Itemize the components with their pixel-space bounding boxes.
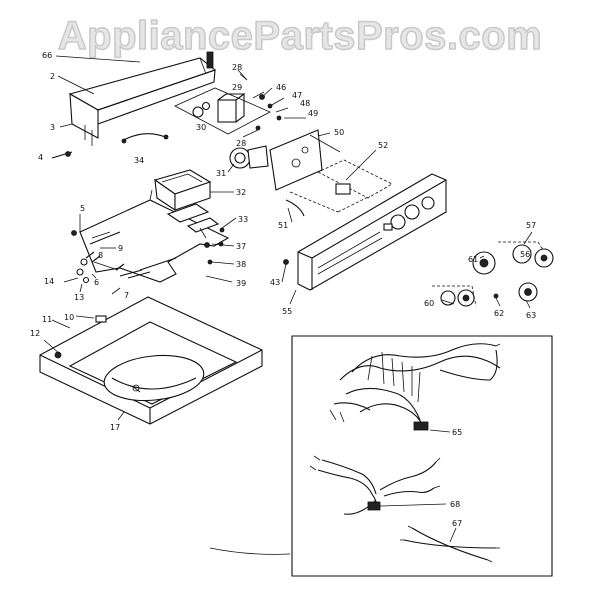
callout-28-upper: 28 <box>232 63 242 72</box>
screw-43 <box>283 259 289 265</box>
callout-leaders <box>43 55 533 543</box>
callout-13: 13 <box>74 293 84 302</box>
timer-assembly <box>174 69 282 135</box>
callout-11: 11 <box>42 315 52 324</box>
callout-56: 56 <box>520 250 530 259</box>
callout-17: 17 <box>110 423 120 432</box>
control-panel <box>297 173 447 291</box>
top-support-bracket <box>79 189 230 283</box>
callout-47: 47 <box>292 91 302 100</box>
callout-52: 52 <box>378 141 388 150</box>
callout-51: 51 <box>278 221 288 230</box>
callout-8: 8 <box>98 251 103 260</box>
callout-62: 62 <box>494 309 504 318</box>
callout-labels: 66 2 3 4 34 28 29 30 46 47 48 49 50 28 3… <box>30 51 536 528</box>
callout-43: 43 <box>270 278 280 287</box>
callout-6: 6 <box>94 278 99 287</box>
callout-29: 29 <box>232 83 242 92</box>
callout-46: 46 <box>276 83 286 92</box>
control-knob-63 <box>518 282 538 302</box>
harness-arc <box>209 547 291 555</box>
callout-4: 4 <box>38 153 43 162</box>
callout-9: 9 <box>118 244 123 253</box>
washer-top-lid-frame <box>39 296 263 425</box>
callout-37: 37 <box>236 242 246 251</box>
callout-48: 48 <box>300 99 310 108</box>
callout-5: 5 <box>80 204 85 213</box>
callout-55: 55 <box>282 307 292 316</box>
callout-2: 2 <box>50 72 55 81</box>
lint-filter-housing <box>153 169 212 212</box>
wire-harness-68 <box>309 455 441 515</box>
callout-63: 63 <box>526 311 536 320</box>
console-top-panel <box>68 51 217 146</box>
callout-3: 3 <box>50 123 55 132</box>
callout-33: 33 <box>238 215 248 224</box>
callout-60: 60 <box>424 299 434 308</box>
callout-28-lower: 28 <box>236 139 246 148</box>
control-knob-group-60 <box>432 285 477 307</box>
callout-32: 32 <box>236 188 246 197</box>
callout-49: 49 <box>308 109 318 118</box>
callout-39: 39 <box>236 279 246 288</box>
control-knob-group-right <box>498 241 554 268</box>
callout-10: 10 <box>64 313 74 322</box>
callout-65: 65 <box>452 428 462 437</box>
callout-50: 50 <box>334 128 344 137</box>
callout-57: 57 <box>526 221 536 230</box>
callout-68: 68 <box>450 500 460 509</box>
callout-7: 7 <box>124 291 129 300</box>
assembly-guide-lines <box>289 159 393 213</box>
watermark-logo: AppliancePartsPros.com <box>57 13 543 59</box>
callout-31: 31 <box>216 169 226 178</box>
set-screw-62 <box>493 293 499 299</box>
wire-harness-67 <box>400 525 500 563</box>
callout-67: 67 <box>452 519 462 528</box>
callout-12: 12 <box>30 329 40 338</box>
callout-61: 61 <box>468 255 478 264</box>
console-bracket <box>269 129 341 191</box>
lint-screw <box>51 151 73 159</box>
hinge-hardware <box>71 230 151 284</box>
wire-harness-inset <box>291 335 553 577</box>
callout-14: 14 <box>44 277 54 286</box>
callout-38: 38 <box>236 260 246 269</box>
cable-clip <box>121 133 169 144</box>
control-knob-61 <box>472 251 496 275</box>
drive-motor <box>229 145 269 169</box>
callout-30: 30 <box>196 123 206 132</box>
wire-clip-51 <box>285 199 305 217</box>
callout-34: 34 <box>134 156 144 165</box>
callout-66: 66 <box>42 51 52 60</box>
wire-harness-65 <box>329 343 501 431</box>
